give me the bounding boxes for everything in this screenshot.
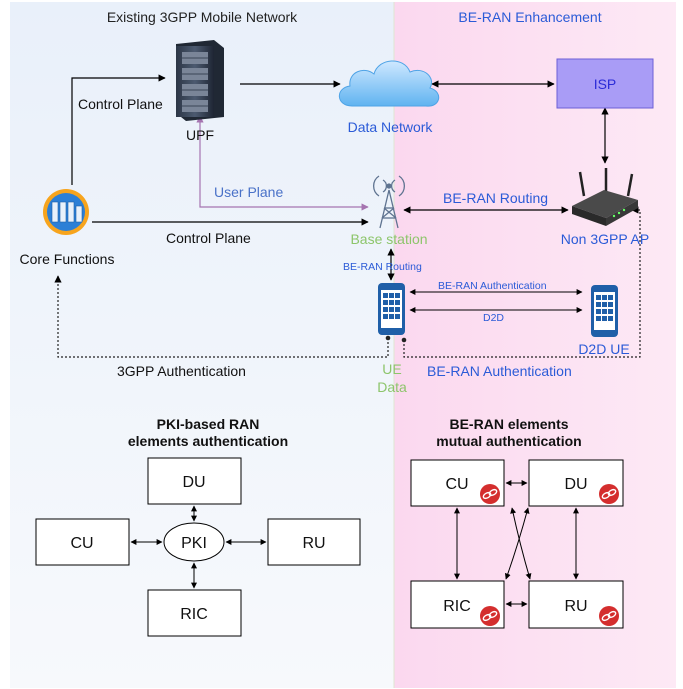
edge-label-3gpp-auth: 3GPP Authentication bbox=[117, 363, 246, 379]
smartphone-icon bbox=[378, 283, 405, 335]
edge-label-be-ran-auth: BE-RAN Authentication bbox=[427, 363, 572, 379]
edge-label-user-plane: User Plane bbox=[214, 184, 283, 200]
mutual-section: BE-RAN elements mutual authentication CU… bbox=[410, 416, 624, 629]
chain-link-badge-icon bbox=[480, 606, 500, 626]
smartphone-icon bbox=[591, 285, 618, 337]
cloud-icon bbox=[338, 60, 440, 107]
left-panel-title: Existing 3GPP Mobile Network bbox=[107, 9, 298, 25]
data-network-node: Data Network bbox=[338, 60, 440, 135]
pki-du-label: DU bbox=[182, 474, 205, 491]
pki-du-box bbox=[147, 457, 242, 505]
edge-label-control-plane-top: Control Plane bbox=[78, 96, 163, 112]
data-network-label: Data Network bbox=[348, 119, 434, 135]
pki-title-line2: elements authentication bbox=[128, 433, 288, 449]
mutual-title-line1: BE-RAN elements bbox=[449, 416, 568, 432]
core-functions-label: Core Functions bbox=[20, 251, 115, 267]
d2d-ue-label: D2D UE bbox=[578, 341, 629, 357]
upf-label: UPF bbox=[186, 127, 214, 143]
core-functions-node: Core Functions bbox=[20, 189, 115, 267]
pki-title-line1: PKI-based RAN bbox=[157, 416, 260, 432]
chain-link-badge-icon bbox=[599, 484, 619, 504]
pki-section: PKI-based RAN elements authentication DU… bbox=[35, 416, 361, 637]
edge-label-be-ran-routing: BE-RAN Routing bbox=[443, 190, 548, 206]
router-icon bbox=[572, 168, 638, 226]
base-station-label: Base station bbox=[350, 231, 427, 247]
pki-ru-label: RU bbox=[302, 535, 325, 552]
mutual-cu-label: CU bbox=[445, 476, 468, 493]
server-icon bbox=[176, 40, 224, 121]
core-functions-icon bbox=[43, 189, 89, 235]
edge-label-control-plane-mid: Control Plane bbox=[166, 230, 251, 246]
mutual-ric-label: RIC bbox=[443, 598, 471, 615]
pki-cu-box bbox=[35, 518, 130, 566]
isp-label: ISP bbox=[594, 76, 617, 92]
edge-label-d2d: D2D bbox=[483, 312, 504, 324]
ue-data-label: Data bbox=[377, 379, 407, 395]
pki-ric-box bbox=[147, 589, 242, 637]
pki-ric-label: RIC bbox=[180, 606, 208, 623]
upf-node: UPF bbox=[176, 40, 224, 143]
edge-label-be-ran-routing-small: BE-RAN Routing bbox=[343, 261, 422, 273]
d2d-ue-node: D2D UE bbox=[578, 285, 630, 357]
pki-hub-label: PKI bbox=[181, 535, 207, 552]
mutual-title-line2: mutual authentication bbox=[436, 433, 581, 449]
antenna-tower-icon bbox=[373, 175, 405, 229]
isp-node: ISP bbox=[556, 58, 654, 109]
mutual-du-label: DU bbox=[564, 476, 587, 493]
pki-hub bbox=[163, 522, 225, 562]
right-panel-title: BE-RAN Enhancement bbox=[458, 9, 601, 25]
edge-be-ran-auth bbox=[403, 206, 641, 358]
base-station-node: Base station bbox=[350, 175, 428, 247]
ue-node: UE Data bbox=[377, 283, 407, 395]
right-panel bbox=[394, 2, 676, 688]
edge-user-plane bbox=[196, 115, 369, 211]
non3gpp-ap-node: Non 3GPP AP bbox=[561, 168, 649, 247]
chain-link-badge-icon bbox=[480, 484, 500, 504]
edge-3gpp-auth bbox=[54, 275, 389, 358]
pki-cu-label: CU bbox=[70, 535, 93, 552]
edge-label-be-ran-auth-small: BE-RAN Authentication bbox=[438, 280, 547, 292]
chain-link-badge-icon bbox=[599, 606, 619, 626]
non3gpp-ap-label: Non 3GPP AP bbox=[561, 231, 649, 247]
mutual-ru-label: RU bbox=[564, 598, 587, 615]
pki-ru-box bbox=[267, 518, 361, 566]
ue-label: UE bbox=[382, 361, 401, 377]
edge-control-plane-top bbox=[71, 74, 166, 185]
